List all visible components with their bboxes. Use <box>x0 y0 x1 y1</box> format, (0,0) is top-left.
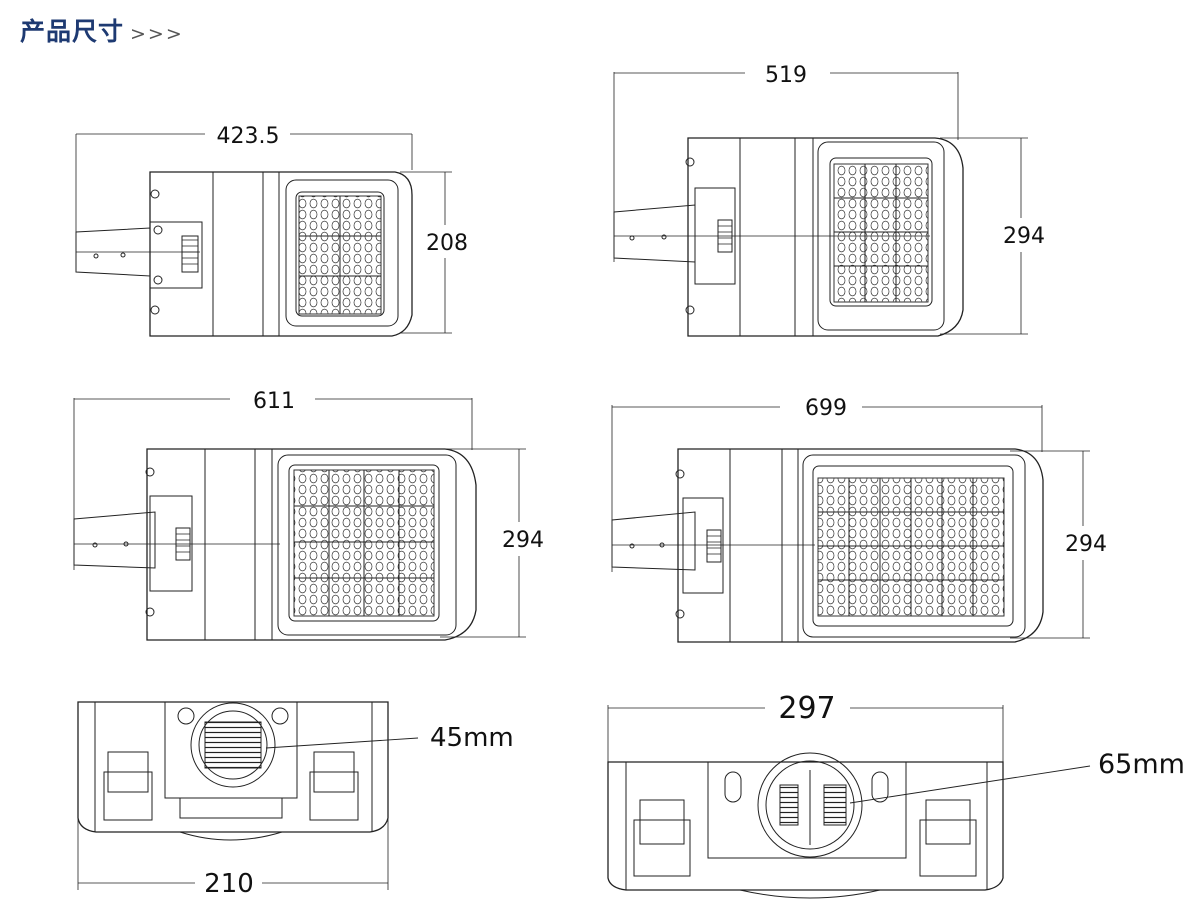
dim-small-height: 208 <box>426 231 468 256</box>
view-end-large <box>607 705 1091 899</box>
dim-large-height: 294 <box>502 528 544 553</box>
dim-end-small-pole: 45mm <box>430 723 514 753</box>
dim-end-large-width: 297 <box>778 691 835 726</box>
view-large <box>73 398 526 641</box>
page-title: 产品尺寸>>> <box>20 12 184 48</box>
dim-end-large-pole: 65mm <box>1098 749 1185 780</box>
view-end-small <box>77 701 419 890</box>
dim-medium-height: 294 <box>1003 224 1045 249</box>
view-small <box>75 133 452 337</box>
view-xlarge <box>611 405 1090 643</box>
title-arrows: >>> <box>130 23 184 45</box>
dim-small-width: 423.5 <box>217 124 280 149</box>
dim-xlarge-height: 294 <box>1065 532 1107 557</box>
dim-end-small-width: 210 <box>204 869 254 899</box>
dim-xlarge-width: 699 <box>805 396 847 421</box>
dim-medium-width: 519 <box>765 63 807 88</box>
title-text: 产品尺寸 <box>20 17 125 46</box>
dim-large-width: 611 <box>253 389 295 414</box>
view-medium <box>613 72 1028 337</box>
